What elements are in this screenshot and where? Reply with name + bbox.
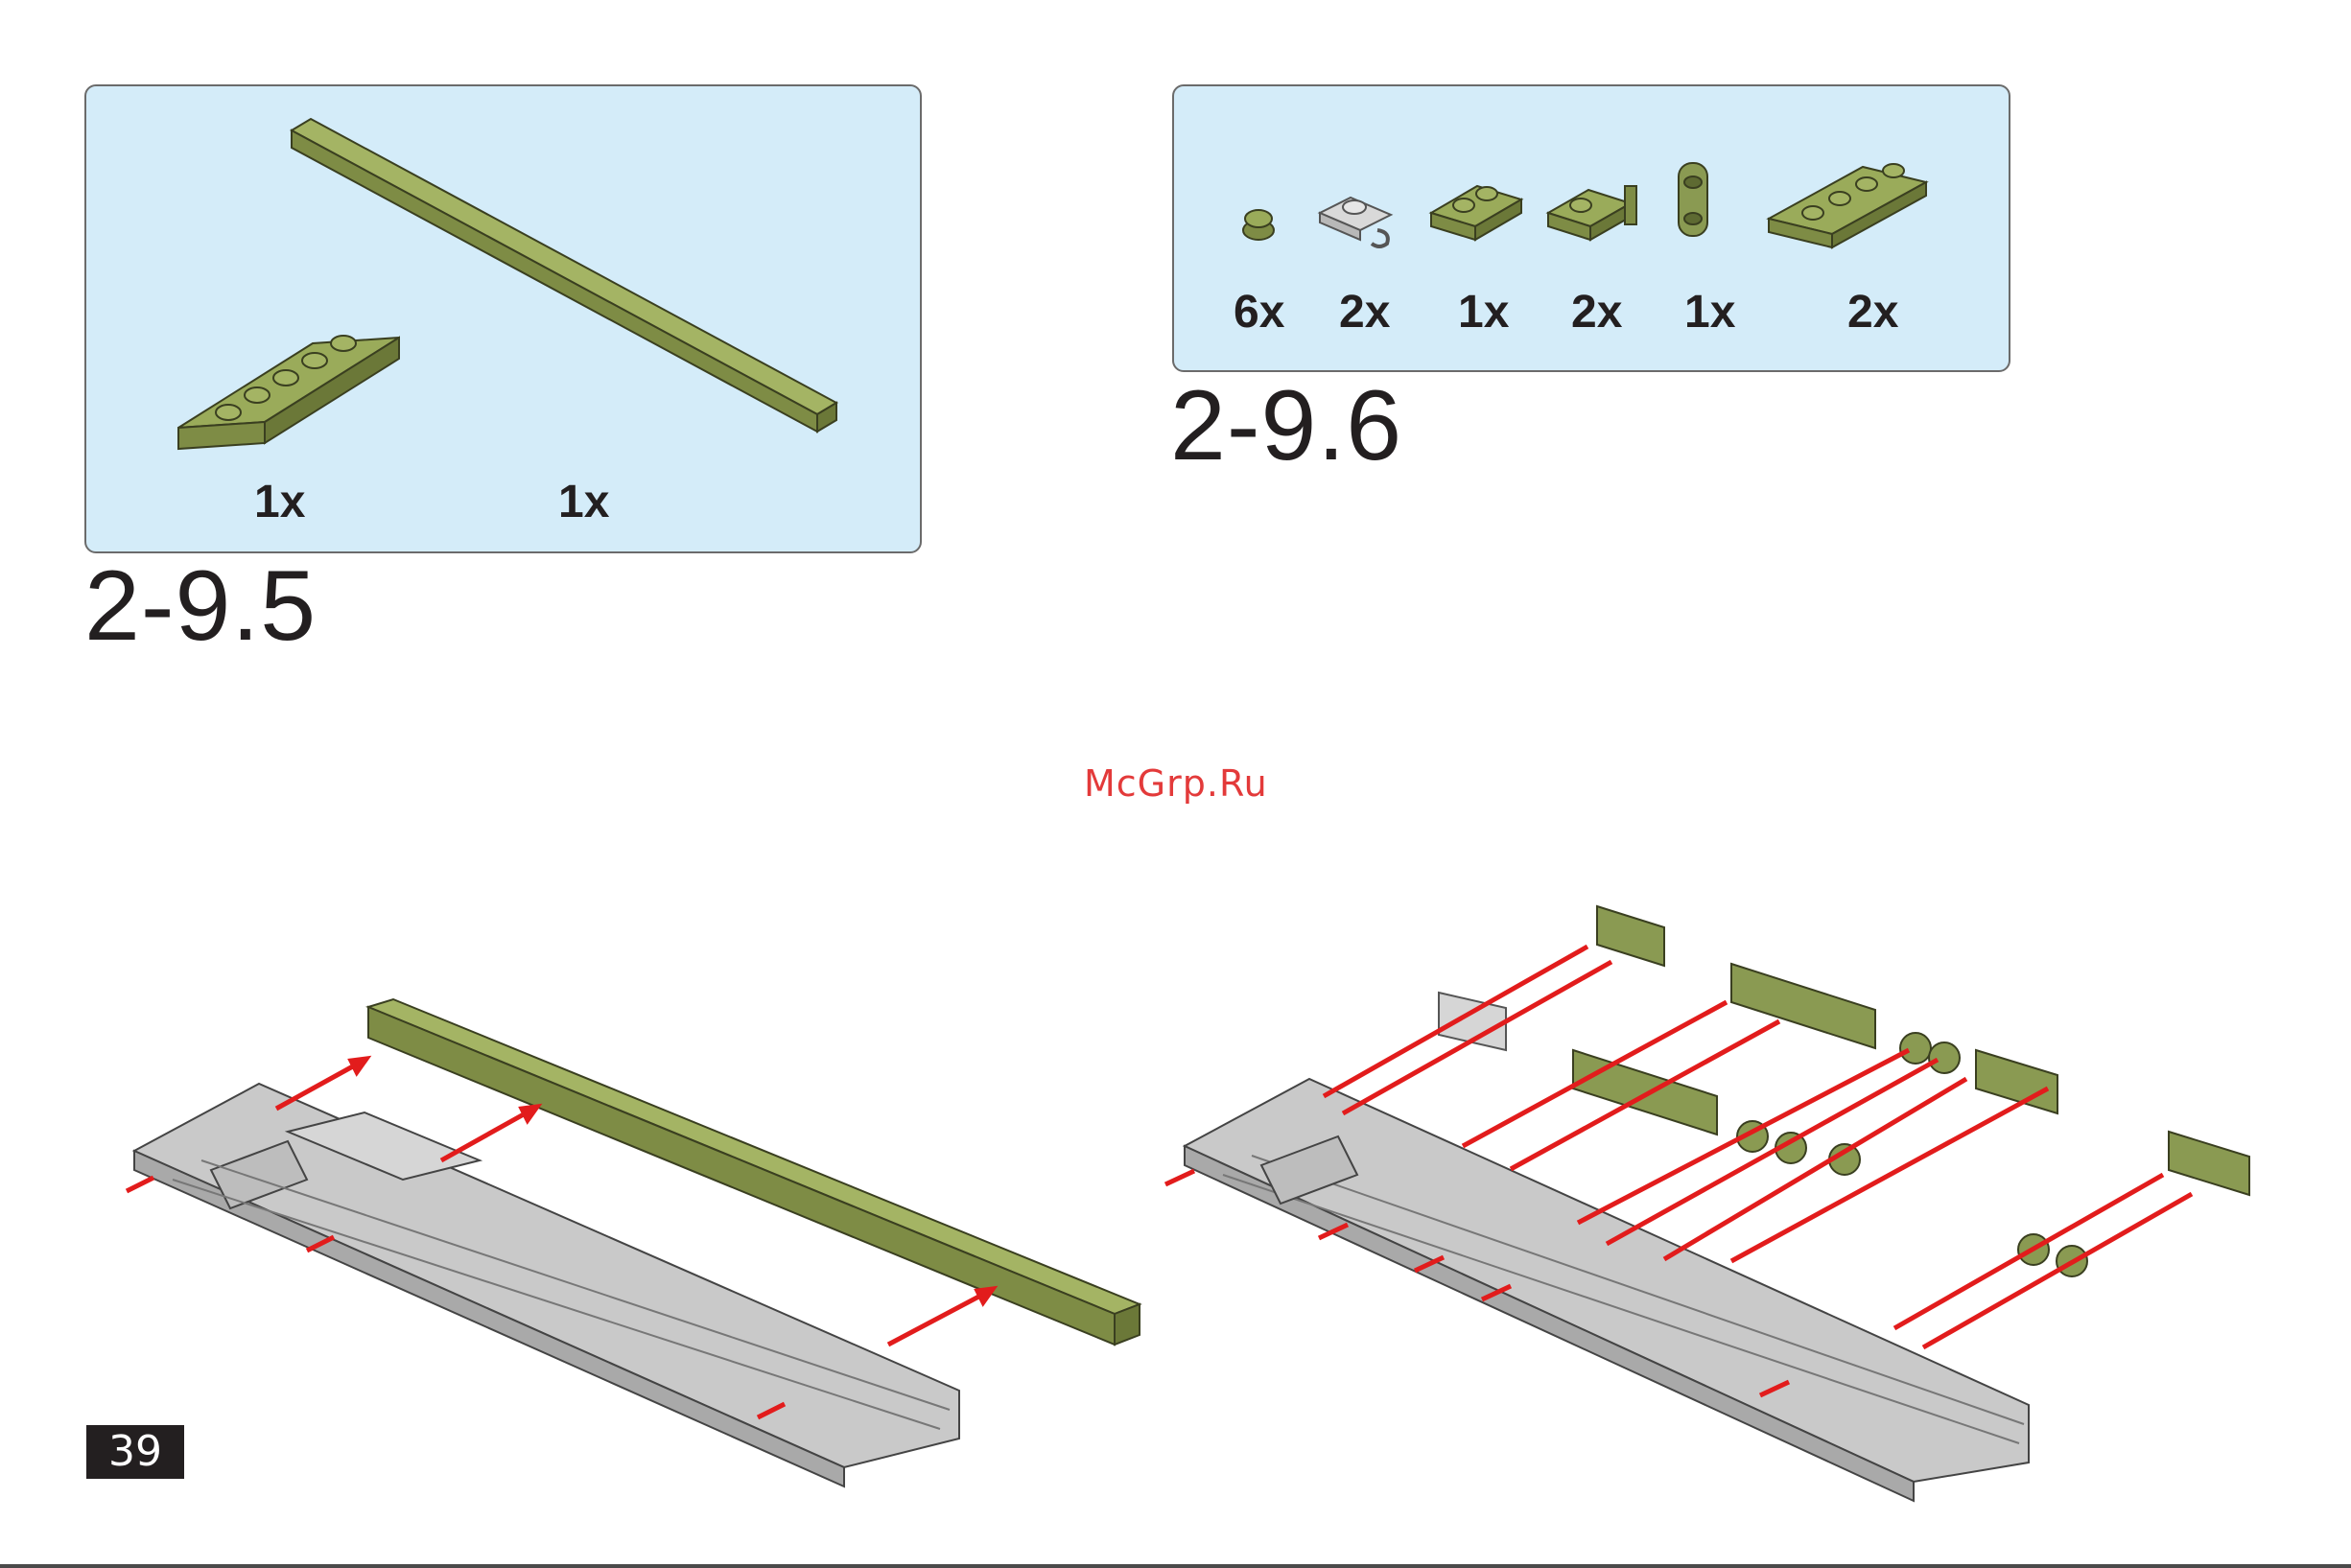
round-plate-part-icon (1243, 210, 1274, 240)
part-qty: 2x (1847, 290, 1898, 336)
step-number-2-9-6: 2-9.6 (1170, 376, 1402, 476)
bottom-rule (0, 1564, 2351, 1568)
part-qty: 2x (1571, 290, 1622, 336)
gray-frame-assembly (1185, 1079, 2029, 1501)
parts-panel-step-2-9-5: 1x 1x (84, 84, 922, 553)
parts-panel-step-2-9-6: 6x 2x 1x 2x 1x 2x (1172, 84, 2010, 372)
plate-1x4-part-icon (1769, 164, 1926, 247)
short-plate-part-icon (178, 336, 399, 449)
plate-with-clip-part-icon (1548, 186, 1636, 240)
gray-base-assembly (134, 1084, 959, 1486)
part-qty: 1x (1458, 290, 1509, 336)
clip-plate-part-icon (1320, 198, 1391, 246)
part-qty: 6x (1234, 290, 1284, 336)
assembly-illustration-2-9-6 (1165, 887, 2269, 1482)
part-qty: 2x (1339, 290, 1390, 336)
plate-1x2-part-icon (1431, 186, 1521, 240)
watermark: McGrp.Ru (1084, 762, 1268, 805)
part-qty: 1x (1684, 290, 1735, 336)
parts-illustration-2-9-5 (86, 86, 924, 555)
part-qty: 1x (254, 480, 305, 526)
step-number-2-9-5: 2-9.5 (84, 556, 317, 656)
pin-plate-part-icon (1679, 163, 1707, 236)
page-number: 39 (86, 1425, 184, 1479)
assembly-illustration-2-9-5 (115, 988, 1151, 1467)
part-qty: 1x (558, 480, 609, 526)
long-beam-part-icon (292, 119, 836, 432)
